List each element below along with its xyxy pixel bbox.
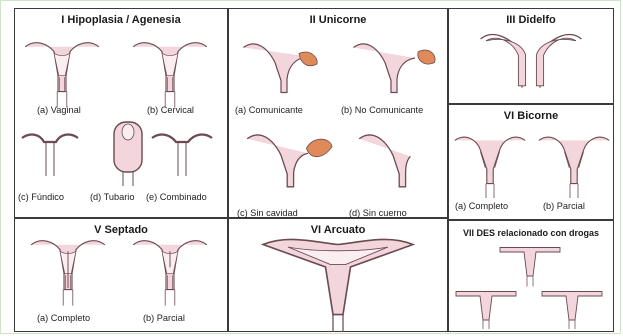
uterus-figure — [456, 292, 516, 330]
uterus-figure — [481, 35, 582, 88]
uterus-figure — [500, 248, 560, 287]
uterus-figure — [114, 122, 142, 186]
uterus-figure — [263, 239, 413, 332]
uterus-figure — [133, 241, 207, 306]
uterus-figure — [455, 137, 525, 198]
uterus-figure — [539, 137, 609, 198]
uterus-figure — [152, 135, 212, 176]
uterus-figure — [542, 292, 602, 330]
uterus-figure — [31, 241, 105, 306]
uterus-figure — [244, 44, 318, 93]
uterus-figure — [133, 43, 207, 108]
uterus-figure — [359, 135, 410, 187]
uterus-figure — [25, 43, 99, 108]
uterus-figure — [22, 135, 78, 176]
uterus-figure — [247, 135, 332, 187]
uterus-figure — [354, 44, 436, 93]
